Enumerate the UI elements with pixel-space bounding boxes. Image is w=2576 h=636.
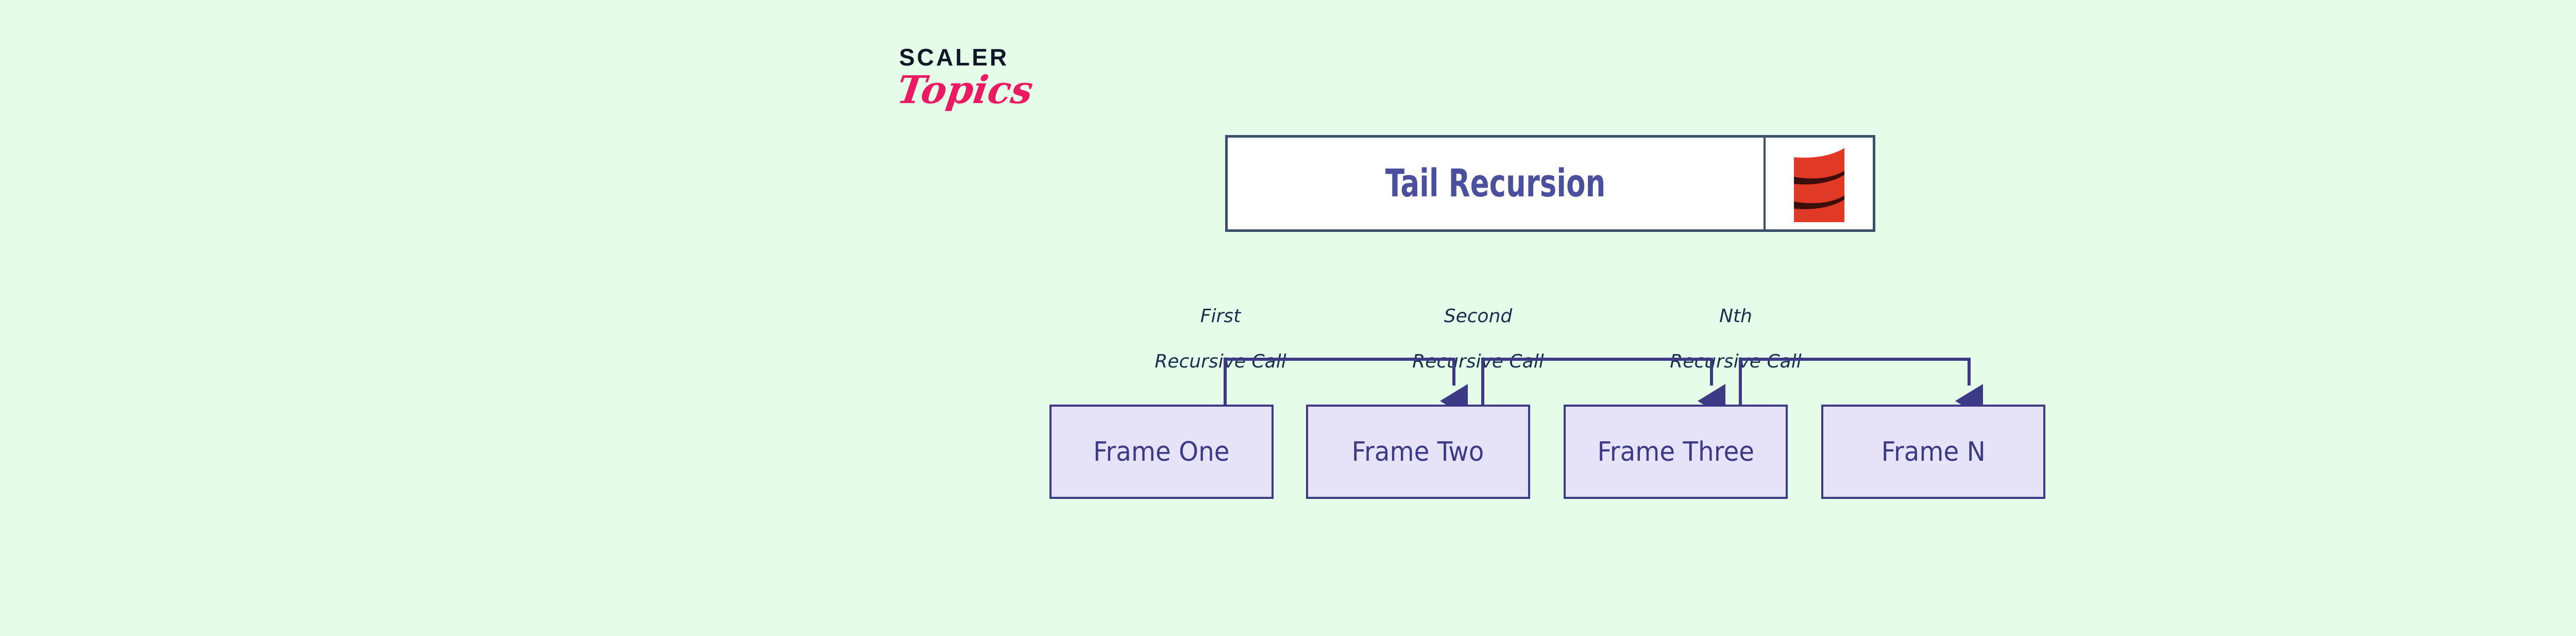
call-label-second-line1: Second (1444, 305, 1513, 327)
call-label-second-line2: Recursive Call (1412, 350, 1544, 372)
call-label-nth: Nth Recursive Call (1622, 282, 1849, 396)
title-text-cell: Tail Recursion (1228, 138, 1766, 229)
frame-label-two: Frame Two (1352, 436, 1484, 467)
frame-box-two: Frame Two (1306, 405, 1530, 499)
frame-box-n: Frame N (1821, 405, 2045, 499)
page-title: Tail Recursion (1385, 161, 1606, 206)
call-label-first-line2: Recursive Call (1155, 350, 1286, 372)
frame-label-three: Frame Three (1597, 436, 1754, 467)
frame-label-n: Frame N (1881, 436, 1986, 467)
scala-logo-icon (1794, 148, 1844, 222)
title-card: Tail Recursion (1225, 135, 1875, 232)
logo-topics-wordmark: Topics (894, 68, 1036, 112)
call-label-first-line1: First (1200, 305, 1241, 327)
frame-label-one: Frame One (1093, 436, 1230, 467)
scaler-topics-logo: SCALER Topics (894, 44, 1054, 136)
call-label-second: Second Recursive Call (1365, 282, 1591, 396)
call-label-nth-line2: Recursive Call (1670, 350, 1802, 372)
frame-box-one: Frame One (1049, 405, 1274, 499)
call-label-nth-line1: Nth (1719, 305, 1752, 327)
frame-box-three: Frame Three (1564, 405, 1788, 499)
call-label-first: First Recursive Call (1107, 282, 1334, 396)
logo-scaler-wordmark: SCALER (899, 44, 1009, 71)
title-logo-cell (1766, 138, 1873, 229)
